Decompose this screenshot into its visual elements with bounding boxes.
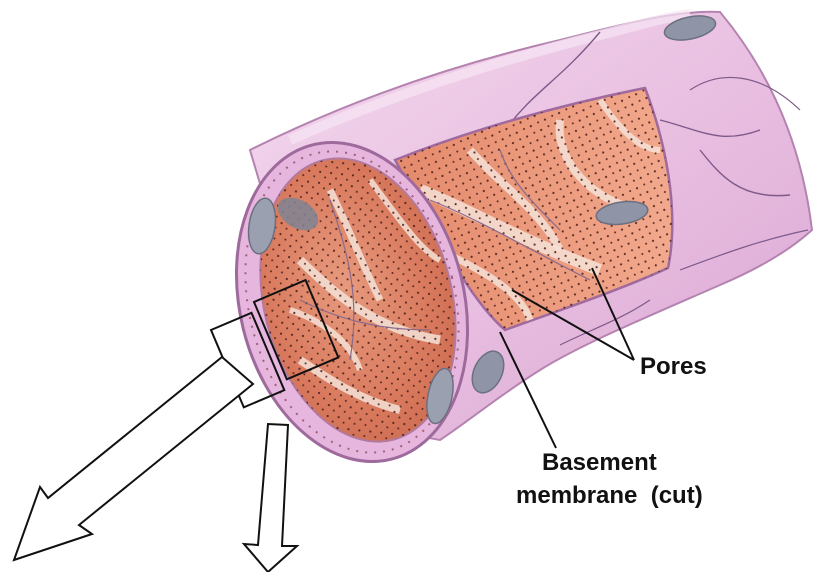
right-hollow-arrow-icon: [244, 424, 297, 572]
left-hollow-arrow-icon: [14, 357, 253, 560]
pores-label: Pores: [640, 353, 707, 380]
basement-label-line1: Basement: [542, 449, 657, 476]
basement-label-line2: membrane (cut): [516, 482, 703, 509]
